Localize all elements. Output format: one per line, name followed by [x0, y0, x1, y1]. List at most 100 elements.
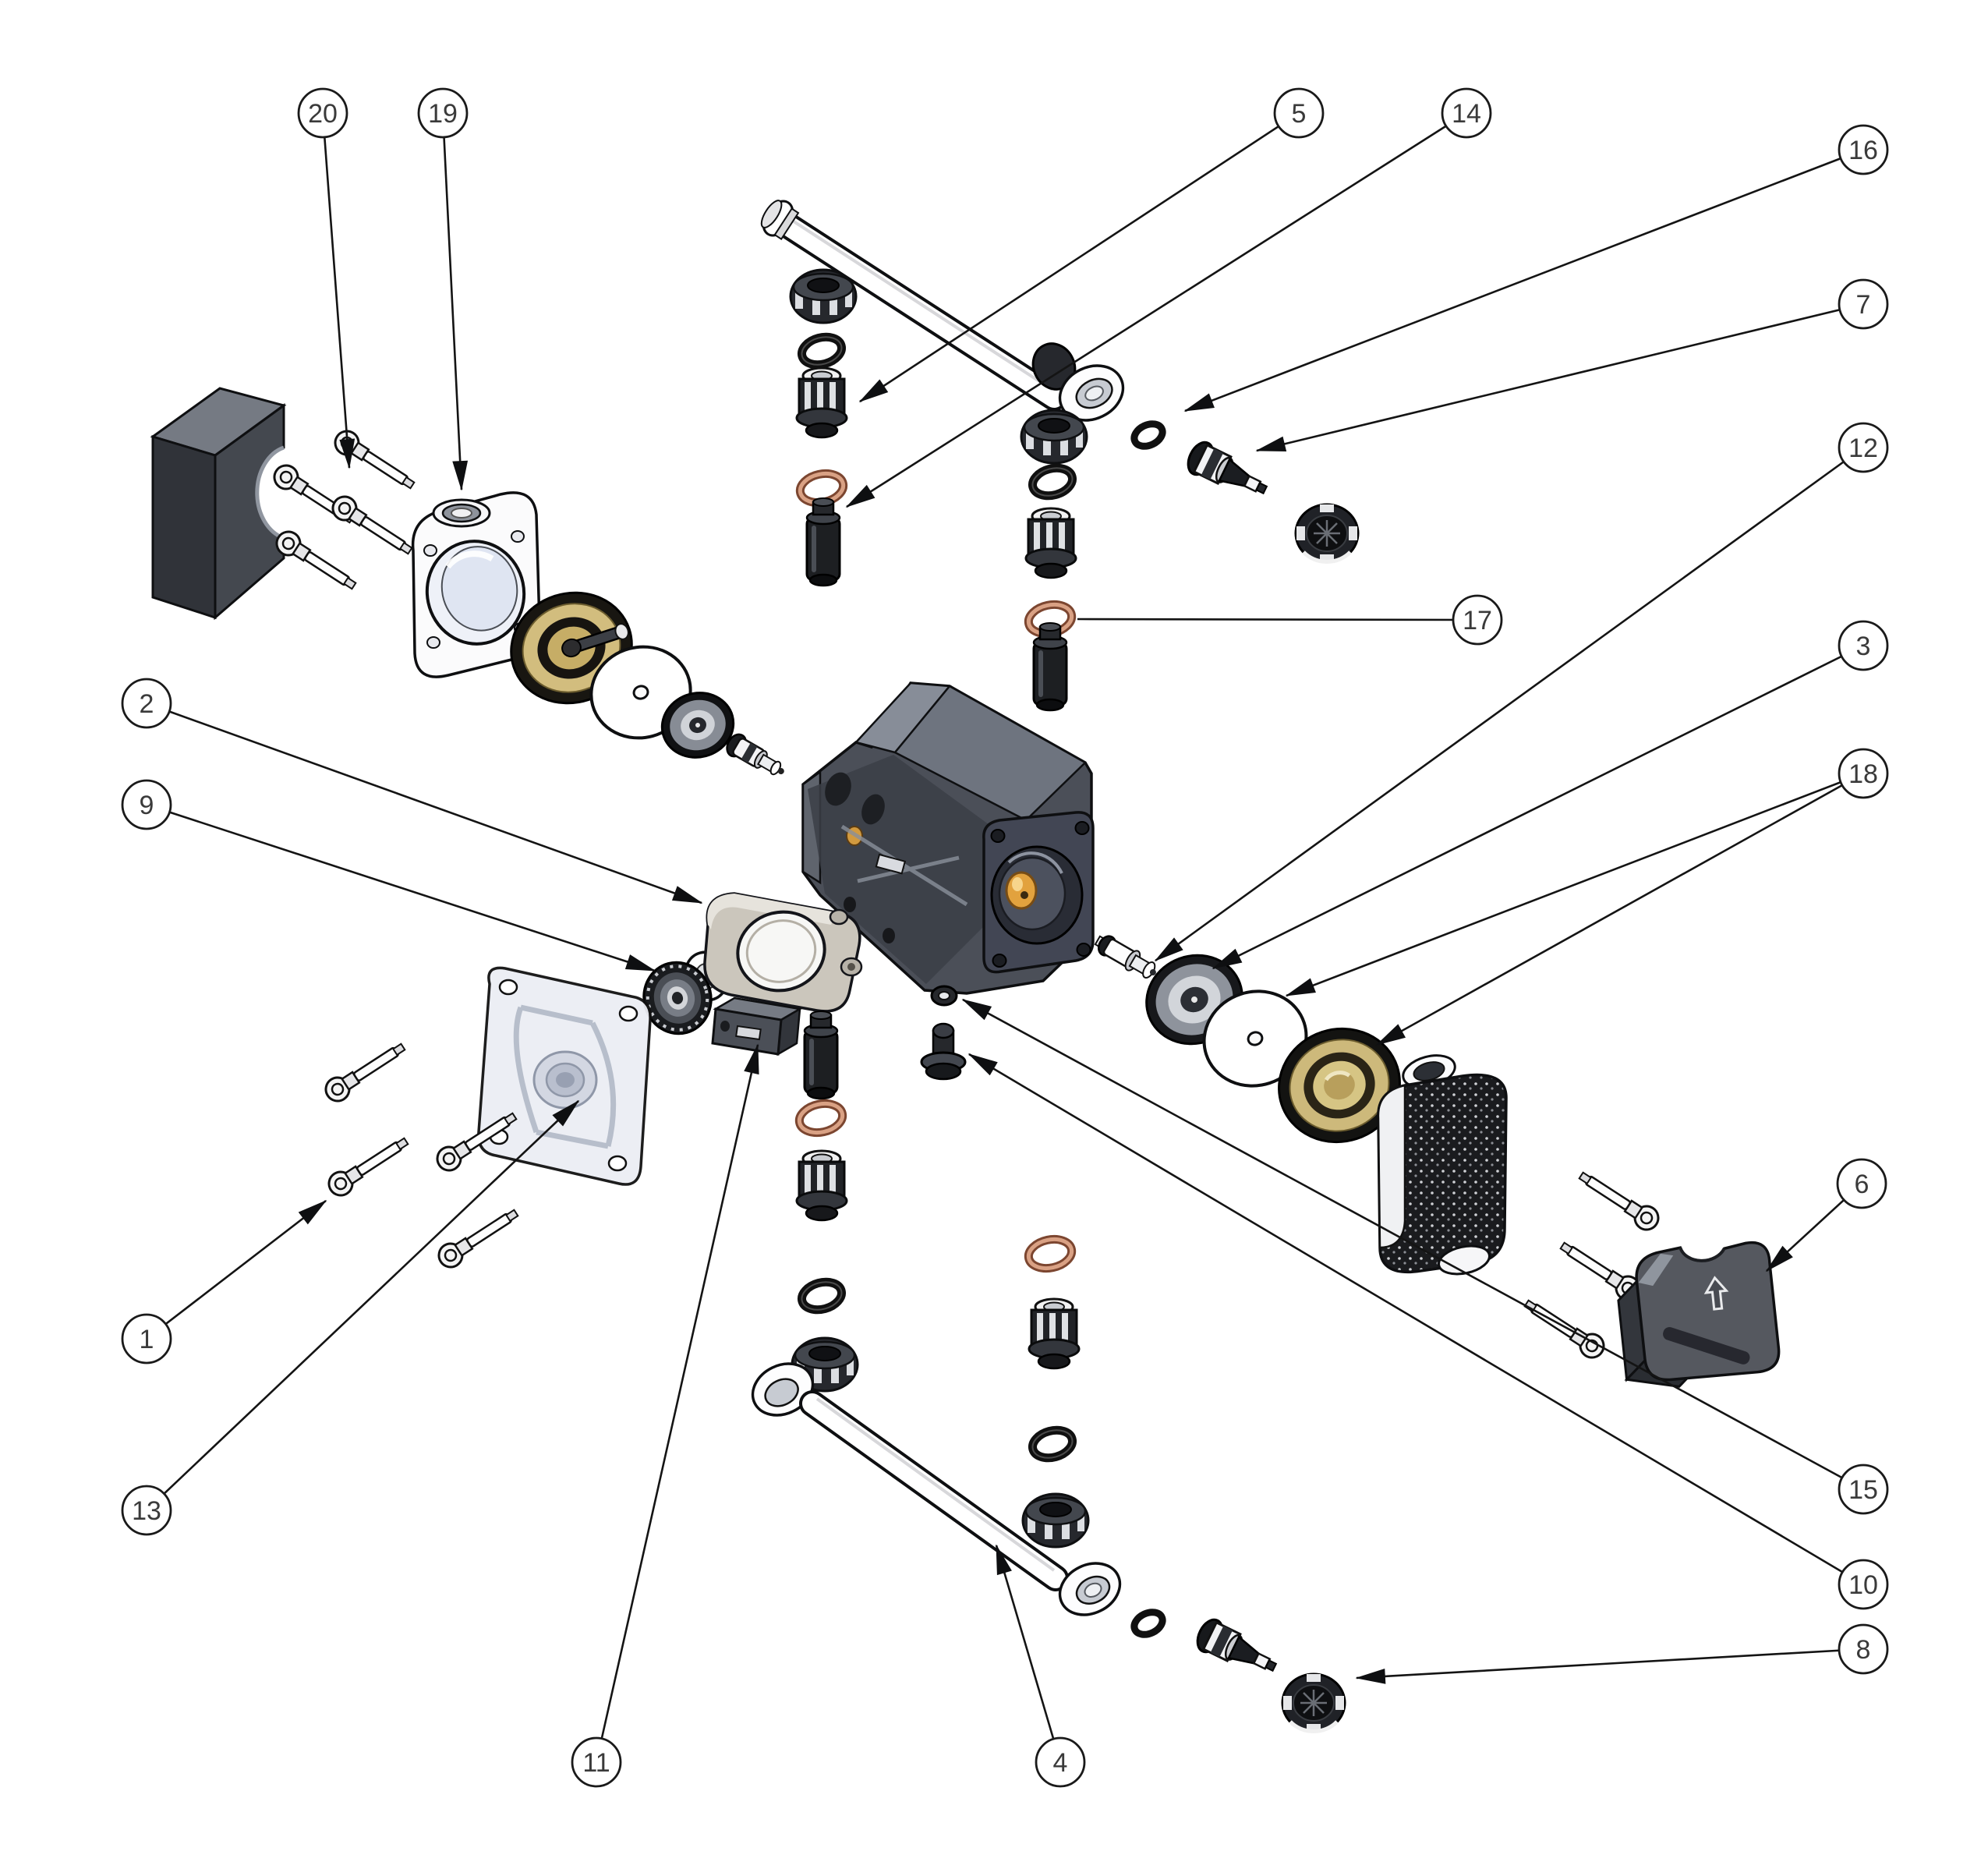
callout-balloon-1: 1	[121, 1313, 172, 1365]
leader-line-16	[1183, 148, 1864, 412]
callout-balloon-13: 13	[121, 1485, 172, 1536]
check-valve-bottom-right	[1028, 1297, 1081, 1370]
callout-number: 9	[140, 791, 154, 820]
callout-number: 17	[1463, 606, 1492, 635]
part-diaphragm-gold-right	[1278, 1027, 1401, 1144]
o-ring-small-top	[1130, 419, 1166, 451]
callout-balloon-11: 11	[571, 1736, 622, 1788]
part-clear-cover	[477, 966, 652, 1186]
screw	[320, 1035, 411, 1107]
elbow-bottom-right	[1058, 1562, 1122, 1616]
callout-balloon-19: 19	[417, 87, 469, 139]
part-diaphragm-disc-white-right	[1202, 989, 1308, 1088]
callout-balloon-18: 18	[1838, 748, 1889, 799]
callout-balloon-12: 12	[1838, 422, 1889, 473]
leader-line-3	[1212, 644, 1864, 970]
leader-line-15	[961, 998, 1864, 1491]
copper-gasket-bottom	[797, 1100, 845, 1137]
callout-number: 19	[428, 99, 458, 129]
part-retaining-washer	[930, 985, 958, 1007]
callout-number: 20	[308, 99, 338, 129]
callout-balloon-2: 2	[121, 678, 172, 729]
part-valve-plug	[920, 1022, 967, 1081]
injection-valve-bottom	[1191, 1614, 1283, 1684]
leader-line-5	[858, 111, 1300, 403]
screw	[1573, 1164, 1664, 1236]
screw	[329, 425, 420, 497]
callout-number: 14	[1452, 99, 1481, 129]
leader-line-4	[995, 1544, 1062, 1763]
leader-line-17	[1077, 618, 1478, 621]
screw	[323, 1130, 414, 1202]
elbow-bottom-left	[751, 1362, 815, 1417]
callout-number: 3	[1856, 632, 1871, 661]
callout-balloon-7: 7	[1838, 278, 1889, 330]
callout-number: 11	[582, 1748, 610, 1778]
leader-line-20	[321, 112, 356, 469]
valve-cartridge-bottom	[803, 1010, 839, 1100]
copper-gasket-bottom-right	[1026, 1236, 1074, 1272]
assembly-bottom-tube	[751, 1362, 1122, 1616]
tube-end-fitting	[760, 200, 800, 240]
o-ring-top-left	[798, 333, 844, 369]
up-arrow-icon	[1703, 1276, 1729, 1311]
callout-number: 15	[1848, 1475, 1878, 1505]
callout-number: 7	[1856, 290, 1871, 320]
callout-number: 12	[1848, 434, 1878, 463]
callout-balloon-4: 4	[1035, 1736, 1086, 1788]
leader-line-7	[1255, 303, 1864, 452]
union-nut-top-right	[1020, 409, 1088, 465]
leader-line-10	[967, 1053, 1864, 1586]
screw	[433, 1202, 524, 1273]
callout-balloon-8: 8	[1838, 1623, 1889, 1675]
callout-number: 1	[140, 1325, 154, 1354]
callout-number: 16	[1848, 136, 1878, 165]
callout-number: 8	[1856, 1635, 1871, 1665]
callout-balloon-15: 15	[1838, 1464, 1889, 1515]
leader-line-18	[1285, 772, 1864, 997]
callout-number: 6	[1855, 1170, 1869, 1199]
screw	[271, 526, 362, 597]
callout-balloon-5: 5	[1273, 87, 1325, 139]
check-valve-bottom-left	[795, 1149, 848, 1222]
leader-line-13	[146, 1099, 580, 1511]
part-support-disc-left	[660, 692, 735, 759]
leader-line-1	[146, 1199, 327, 1340]
callout-balloon-10: 10	[1838, 1559, 1889, 1610]
part-head-cover-right	[1617, 1241, 1781, 1388]
part-piston-shaft	[1094, 935, 1156, 979]
fastener-screws-top-left	[268, 425, 420, 597]
leader-line-9	[146, 803, 656, 972]
callout-number: 4	[1053, 1748, 1068, 1778]
part-valve-stem-left	[726, 733, 784, 776]
injection-nut-bottom	[1282, 1674, 1345, 1732]
callout-number: 10	[1848, 1570, 1878, 1600]
part-pump-body	[801, 681, 1095, 995]
leader-line-12	[1154, 446, 1864, 962]
leader-line-18	[1375, 772, 1864, 1046]
callout-number: 13	[132, 1496, 161, 1526]
callout-balloon-14: 14	[1441, 87, 1492, 139]
leader-line-14	[845, 111, 1467, 508]
callout-number: 2	[140, 689, 154, 719]
callout-balloon-17: 17	[1452, 594, 1503, 646]
callout-number: 5	[1292, 99, 1307, 129]
union-nut-top-left	[789, 268, 858, 324]
leader-line-19	[441, 112, 469, 491]
o-ring-bottom-left	[798, 1278, 844, 1314]
leader-line-8	[1355, 1648, 1864, 1684]
part-mount-clamp-left	[150, 387, 287, 621]
elbow-top-right	[1058, 364, 1125, 422]
o-ring-top-right	[1029, 464, 1075, 500]
leader-line-2	[146, 702, 703, 904]
part-pump-head-right	[1377, 1054, 1508, 1276]
callout-balloon-6: 6	[1836, 1158, 1887, 1209]
injection-valve-top	[1182, 437, 1274, 507]
callout-number: 18	[1848, 759, 1878, 789]
part-guide-block	[711, 996, 803, 1057]
check-valve-top-left	[795, 366, 848, 439]
o-ring-small-bottom	[1130, 1608, 1166, 1639]
check-valve-top-right	[1024, 507, 1077, 579]
callout-balloon-16: 16	[1838, 124, 1889, 175]
screw	[327, 490, 418, 562]
